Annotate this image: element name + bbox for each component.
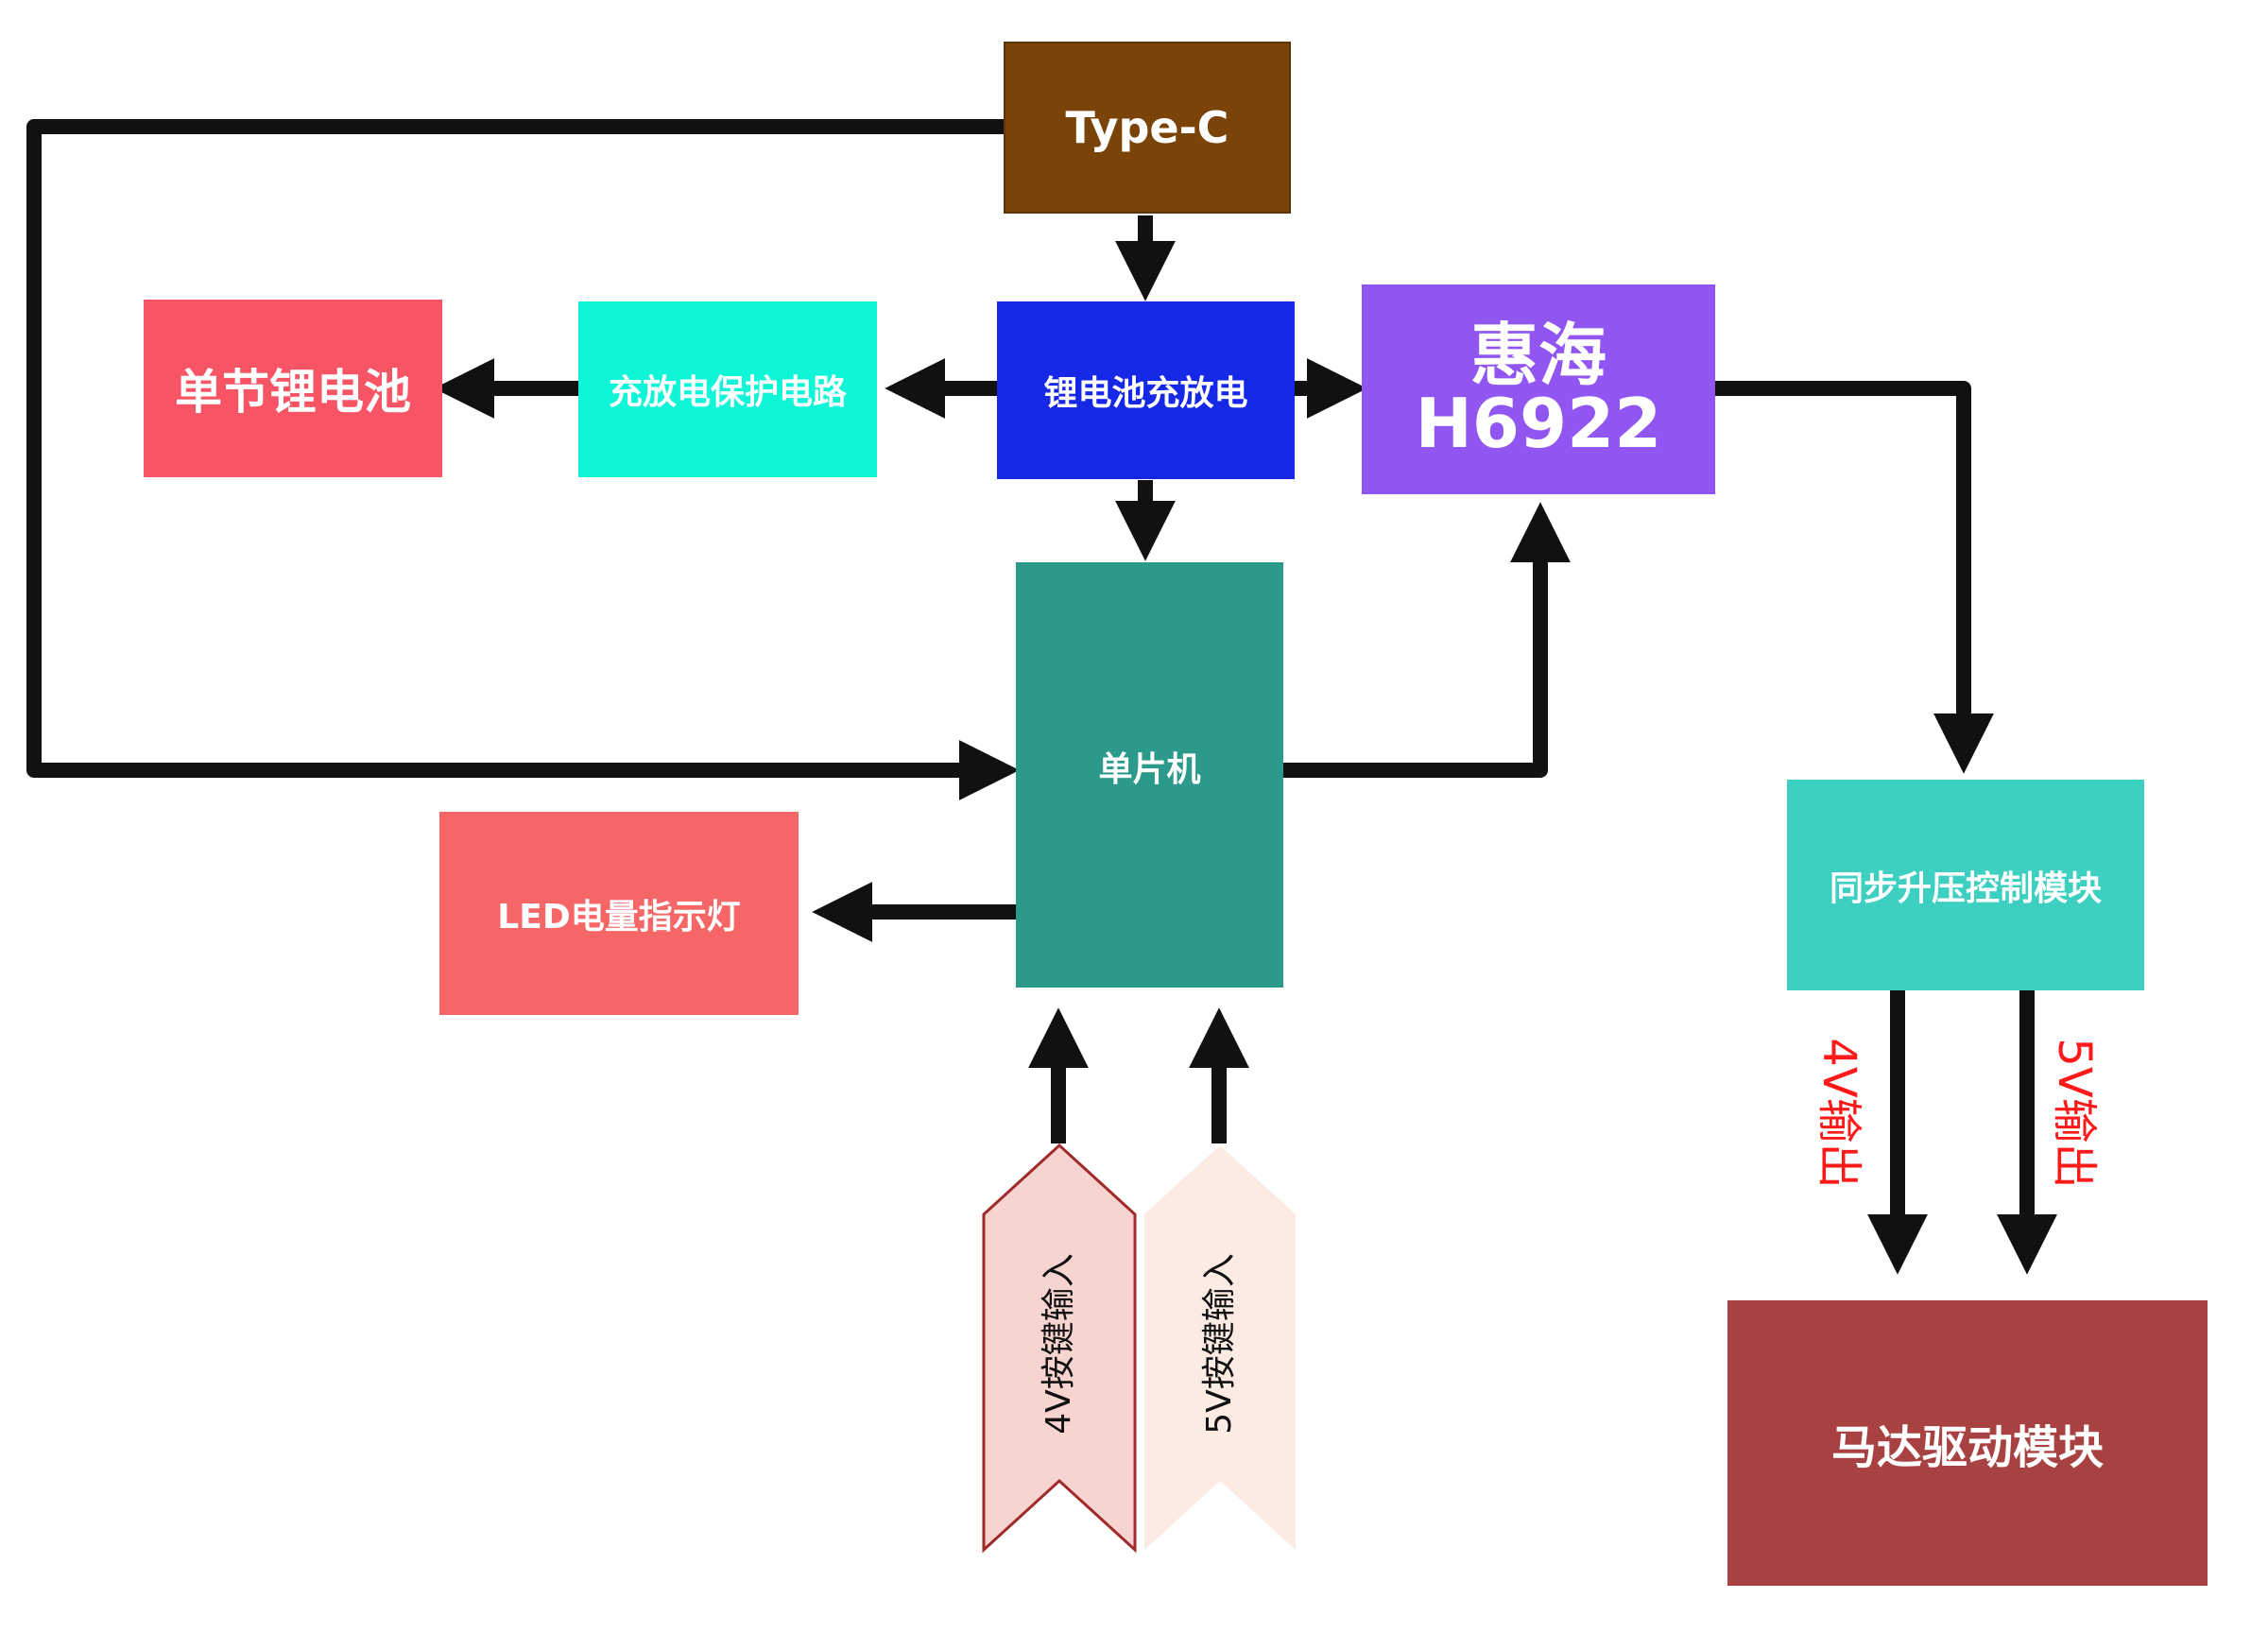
battery-label: 单节锂电池 bbox=[175, 365, 411, 420]
mcu-label: 单片机 bbox=[1098, 750, 1201, 789]
typec-block: Type-C bbox=[1004, 42, 1291, 214]
output-4v-label: 4V输出 bbox=[1813, 1038, 1865, 1189]
motor-driver-block: 马达驱动模块 bbox=[1727, 1300, 2208, 1586]
protection-circuit-block: 充放电保护电路 bbox=[578, 301, 877, 477]
huihai-brand-label: 惠海 bbox=[1469, 316, 1606, 395]
boost-control-block: 同步升压控制模块 bbox=[1787, 780, 2144, 990]
led-indicator-block: LED电量指示灯 bbox=[439, 812, 799, 1015]
motor-driver-label: 马达驱动模块 bbox=[1830, 1421, 2104, 1474]
mcu-block: 单片机 bbox=[1016, 562, 1283, 988]
input-5v-shape bbox=[1144, 1145, 1296, 1550]
connectors bbox=[26, 119, 2057, 1275]
huihai-chip-block: 惠海 H6922 bbox=[1362, 284, 1715, 494]
output-5v-label: 5V输出 bbox=[2048, 1038, 2101, 1189]
arrow-huihai-to-boost bbox=[1715, 381, 1994, 774]
led-indicator-label: LED电量指示灯 bbox=[497, 897, 741, 937]
battery-block: 单节锂电池 bbox=[144, 300, 442, 477]
arrow-typec-to-mcu bbox=[26, 119, 1020, 800]
boost-control-label: 同步升压控制模块 bbox=[1829, 868, 2102, 908]
input-5v-label: 5V按键输入 bbox=[1200, 1253, 1239, 1435]
charge-discharge-block: 锂电池充放电 bbox=[997, 301, 1295, 479]
typec-label: Type-C bbox=[1065, 102, 1229, 153]
input-4v-shape bbox=[982, 1143, 1137, 1554]
huihai-model-label: H6922 bbox=[1415, 384, 1662, 463]
arrow-mcu-to-huihai bbox=[1283, 502, 1571, 778]
input-4v-label: 4V按键输入 bbox=[1040, 1253, 1078, 1435]
charge-discharge-label: 锂电池充放电 bbox=[1043, 374, 1248, 413]
protection-circuit-label: 充放电保护电路 bbox=[608, 373, 847, 412]
